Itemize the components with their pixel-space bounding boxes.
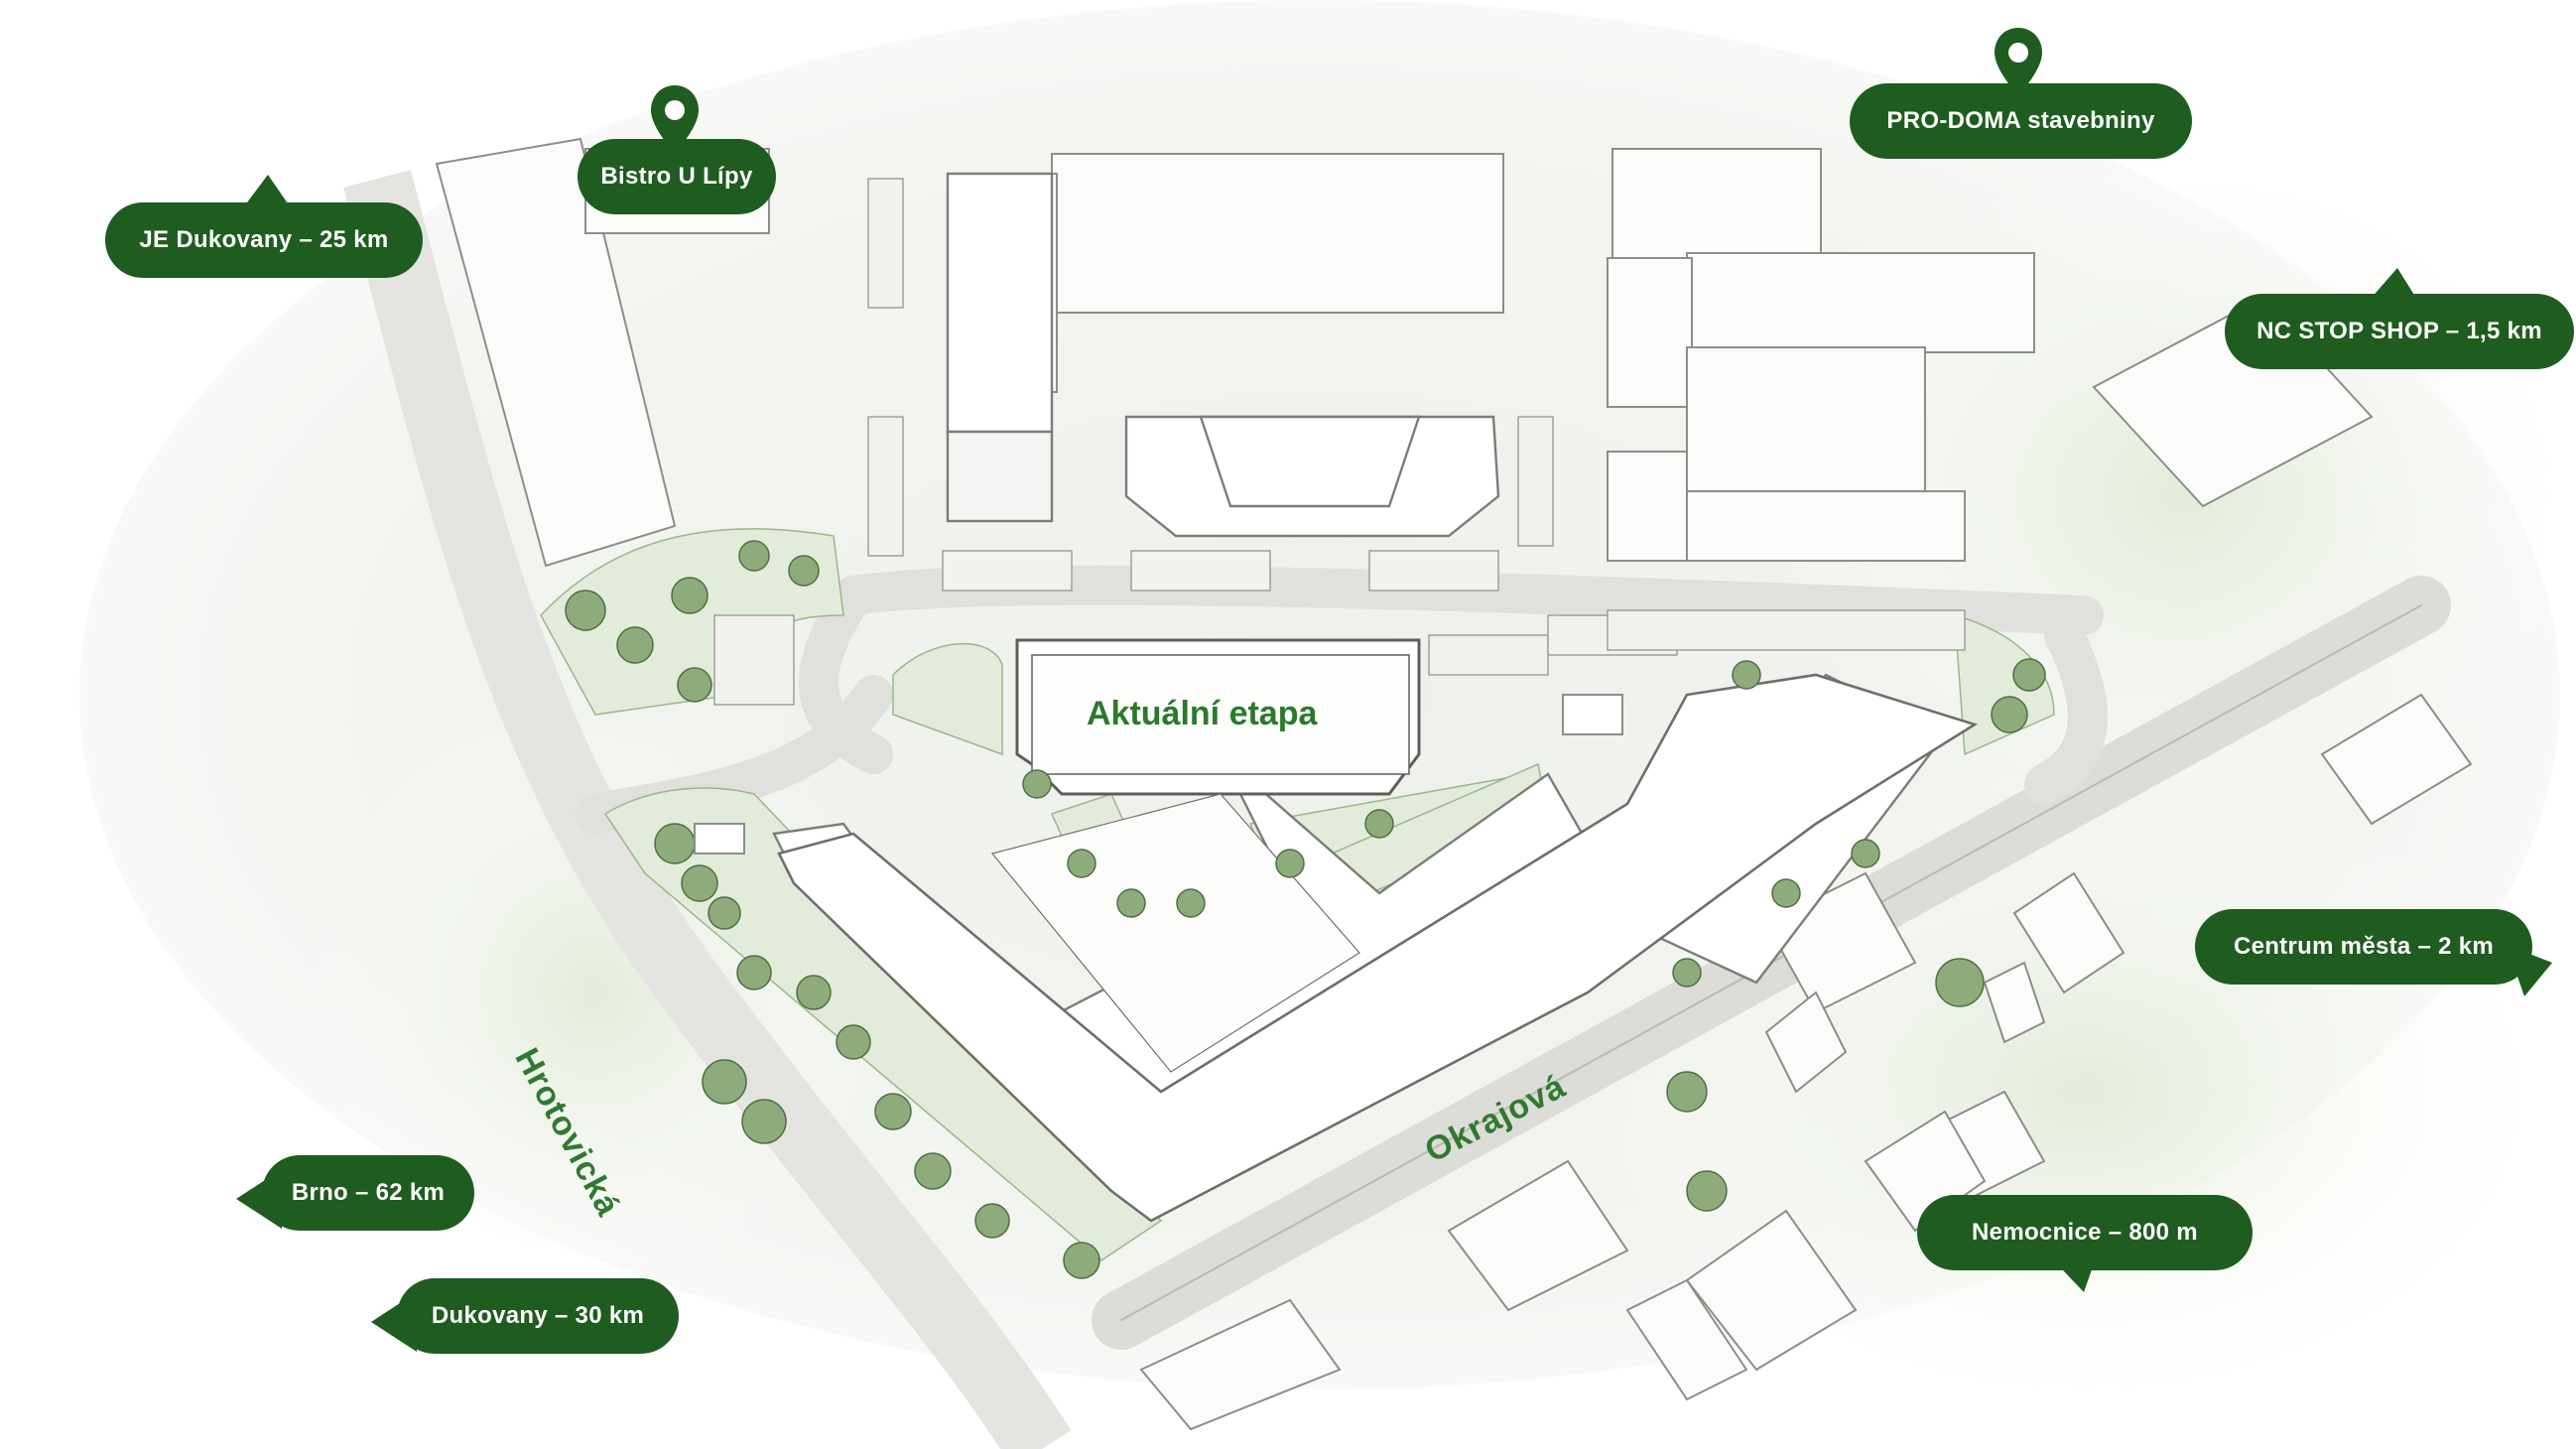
surrounding-buildings bbox=[435, 137, 2473, 1431]
current-phase-building bbox=[1015, 638, 1421, 796]
direction-label-brno[interactable]: Brno – 62 km bbox=[262, 1155, 474, 1231]
direction-label-dukovany[interactable]: Dukovany – 30 km bbox=[397, 1278, 679, 1354]
current-phase-label: Aktuální etapa bbox=[1087, 695, 1318, 732]
pin-label-prodoma[interactable]: PRO-DOMA stavebniny bbox=[1850, 83, 2192, 159]
map-pin-icon bbox=[1995, 28, 2042, 95]
direction-label-nc-stop-shop[interactable]: NC STOP SHOP – 1,5 km bbox=[2225, 294, 2574, 369]
parking-areas bbox=[713, 178, 1966, 706]
direction-label-nemocnice[interactable]: Nemocnice – 800 m bbox=[1917, 1195, 2253, 1270]
road-hrotovicka bbox=[343, 170, 1072, 1449]
pin-label-bistro[interactable]: Bistro U Lípy bbox=[578, 139, 776, 214]
map-pin-icon bbox=[651, 85, 699, 153]
direction-label-centrum[interactable]: Centrum města – 2 km bbox=[2195, 909, 2532, 985]
direction-arrow-icon bbox=[2370, 268, 2417, 300]
direction-label-je-dukovany[interactable]: JE Dukovany – 25 km bbox=[105, 202, 423, 278]
trees bbox=[565, 540, 2046, 1279]
direction-arrow-icon bbox=[244, 175, 290, 206]
